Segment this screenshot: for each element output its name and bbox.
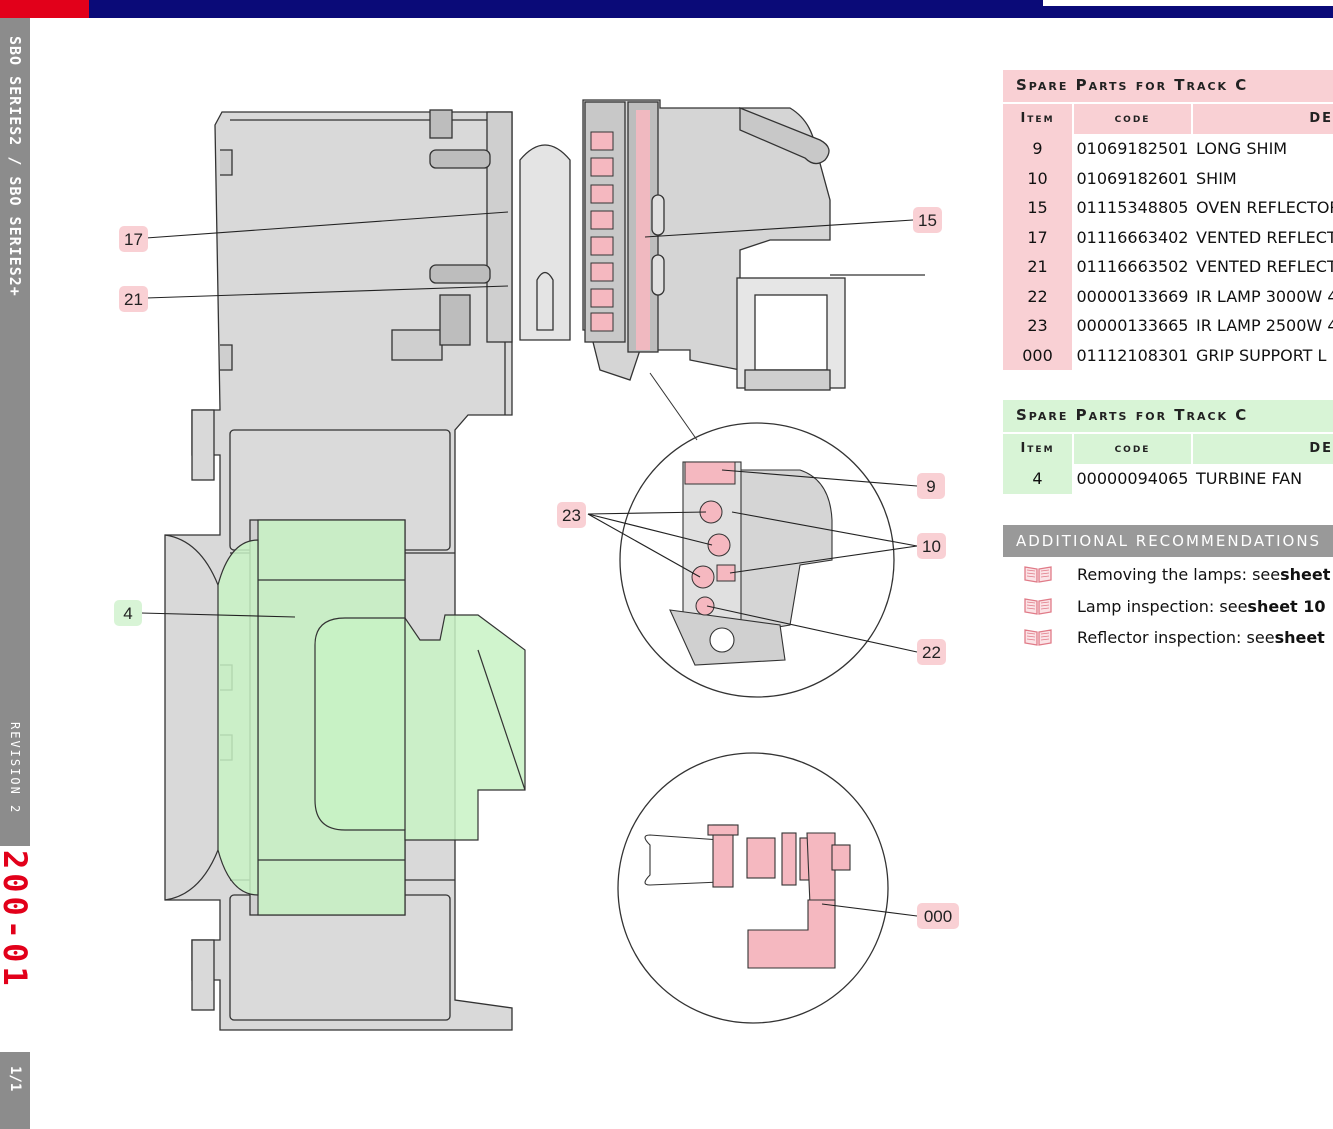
row-desc: OVEN REFLECTOR [1196,198,1333,217]
table-row: 23 00000133665 IR LAMP 2500W 4 [1003,311,1333,341]
row-item: 000 [1003,340,1072,370]
row-code: 01115348805 [1076,198,1189,217]
callout-22-label: 22 [922,643,941,662]
row-item: 21 [1003,252,1072,282]
callout-23-label: 23 [562,506,581,525]
recommendation-ref[interactable]: sheet [1274,627,1325,647]
callout-15 [913,207,942,233]
recommendation-ref[interactable]: sheet 10 [1247,596,1326,616]
recommendation-item[interactable]: Reflector inspection: see sheet [1023,623,1333,651]
callout-23 [557,502,586,528]
callout-10-label: 10 [922,537,941,556]
code-block [0,846,30,1052]
document-code: 200-01 [0,850,34,990]
recommendation-text: Removing the lamps: see [1077,564,1281,584]
table-row: 9 01069182501 LONG SHIM [1003,134,1333,164]
spare-parts-table-1: Spare Parts for Track C Item code DE 9 0… [1003,70,1333,370]
row-code: 00000094065 [1076,469,1189,488]
recommendation-item[interactable]: Lamp inspection: see sheet 10 [1023,592,1333,620]
table-row: 15 01115348805 OVEN REFLECTOR [1003,193,1333,223]
row-item: 9 [1003,134,1072,164]
revision-label: REVISION 2 [8,722,22,815]
oven-exploded-drawing: 17 21 15 4 23 9 10 22 000 [114,99,959,1031]
callout-10 [917,533,946,559]
row-item: 10 [1003,163,1072,193]
row-code: 01112108301 [1076,345,1189,365]
row-item: 23 [1003,311,1072,341]
callout-15-label: 15 [918,211,937,230]
header-desc: DE [1193,434,1333,464]
row-desc: GRIP SUPPORT L [1196,345,1327,365]
top-bar-red [0,0,89,18]
row-code: 00000133665 [1076,316,1189,335]
page-number: 1/1 [7,1066,23,1092]
table-row: 22 00000133669 IR LAMP 3000W 4 [1003,281,1333,311]
top-bar-navy [89,0,1043,18]
header-code: code [1074,104,1191,134]
callout-21-label: 21 [124,290,143,309]
row-code: 00000133669 [1076,286,1189,306]
table-row: 10 01069182601 SHIM [1003,163,1333,193]
row-item: 17 [1003,222,1072,252]
table-1-header: Item code DE [1003,104,1333,134]
row-desc: IR LAMP 3000W 4 [1196,286,1333,306]
row-code: 01069182601 [1076,168,1189,188]
row-item: 22 [1003,281,1072,311]
header-item: Item [1003,104,1072,134]
table-row: 17 01116663402 VENTED REFLECTOR [1003,222,1333,252]
callout-000 [917,903,959,929]
row-code: 01116663502 [1076,257,1189,276]
book-icon [1024,598,1052,615]
spare-parts-table-2: Spare Parts for Track C Item code DE 4 0… [1003,400,1333,494]
row-code: 01116663402 [1076,227,1189,247]
recommendation-text: Reflector inspection: see [1077,627,1275,647]
callout-22 [917,639,946,665]
recommendation-text: Lamp inspection: see [1077,596,1248,616]
row-code: 01069182501 [1076,139,1189,158]
table-1-body: 9 01069182501 LONG SHIM 10 01069182601 S… [1003,134,1333,370]
row-desc: LONG SHIM [1196,139,1288,158]
table-row: 4 00000094065 TURBINE FAN [1003,464,1333,494]
row-desc: VENTED REFLECTOR [1196,227,1333,247]
table-2-header: Item code DE [1003,434,1333,464]
table-2-title: Spare Parts for Track C [1003,400,1333,432]
callout-21 [119,286,148,312]
row-desc: SHIM [1196,168,1237,188]
top-bar-navy-right [1043,6,1333,18]
header-code: code [1074,434,1191,464]
callout-9 [917,473,945,499]
row-desc: IR LAMP 2500W 4 [1196,316,1333,335]
recommendations-title: ADDITIONAL RECOMMENDATIONS [1003,525,1333,557]
header-item: Item [1003,434,1072,464]
callout-17-label: 17 [124,230,143,249]
callout-4-label: 4 [123,604,132,623]
callout-000-label: 000 [924,907,952,926]
table-row: 21 01116663502 VENTED REFLECTOR [1003,252,1333,282]
table-row: 000 01112108301 GRIP SUPPORT L [1003,340,1333,370]
row-desc: VENTED REFLECTOR [1196,257,1333,276]
book-icon [1024,566,1052,583]
callout-17 [119,226,148,252]
header-desc: DE [1193,104,1333,134]
row-desc: TURBINE FAN [1196,469,1303,488]
recommendation-ref[interactable]: sheet [1280,564,1331,584]
series-label: SBO SERIES2 / SBO SERIES2+ [6,36,24,297]
recommendation-item[interactable]: Removing the lamps: see sheet [1023,560,1333,588]
book-icon [1024,629,1052,646]
callout-4 [114,600,142,626]
table-1-title: Spare Parts for Track C [1003,70,1333,102]
row-item: 4 [1003,464,1072,494]
callout-9-label: 9 [926,477,935,496]
row-item: 15 [1003,193,1072,223]
